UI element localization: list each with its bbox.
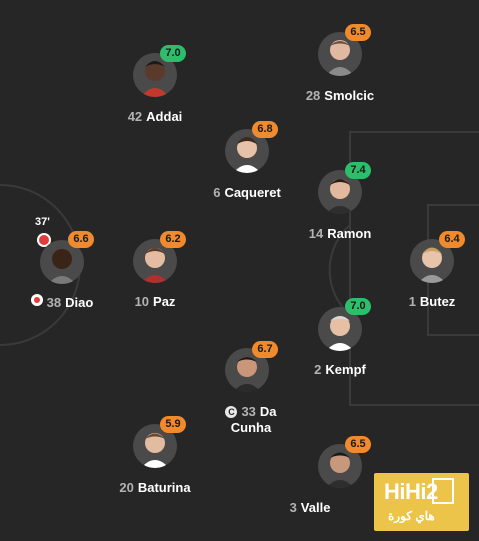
- player-number: 20: [119, 480, 134, 495]
- player-name-text: Addai: [146, 109, 183, 124]
- player-name-text: Diao: [65, 295, 94, 310]
- player-number: 10: [134, 294, 150, 309]
- sub-out-icon: [37, 233, 51, 247]
- player-name-text: Smolcic: [324, 88, 375, 103]
- rating-badge: 6.6: [68, 231, 94, 248]
- player-number: 38: [46, 295, 62, 310]
- watermark-subtitle: هاي كورة: [388, 509, 435, 523]
- captain-icon: C: [225, 406, 238, 418]
- red-card-icon: [30, 294, 43, 306]
- player-name-text: Paz: [153, 294, 176, 309]
- player-name-text-line2: Cunha: [230, 420, 272, 435]
- rating-badge: 7.0: [160, 45, 186, 62]
- player-number: 2: [314, 362, 322, 377]
- player-name-text: Ramon: [327, 226, 372, 241]
- player-name-text: Da: [259, 404, 277, 419]
- rating-badge: 6.2: [160, 231, 186, 248]
- rating-badge: 6.8: [252, 121, 278, 138]
- face-icon: [133, 424, 177, 468]
- player-name-text: Valle: [300, 500, 331, 515]
- sub-minute: 37': [35, 216, 50, 228]
- player-number: 1: [408, 294, 416, 309]
- player-name-text: Baturina: [137, 480, 191, 495]
- player-name-text: Kempf: [325, 362, 366, 377]
- rating-badge: 6.4: [439, 231, 465, 248]
- watermark-logo: HiHi2 هاي كورة: [374, 473, 469, 531]
- rating-badge: 6.7: [252, 341, 278, 358]
- player-number: 6: [213, 185, 221, 200]
- rating-badge: 5.9: [160, 416, 186, 433]
- player-name-text: Butez: [419, 294, 456, 309]
- rating-badge: 6.5: [345, 436, 371, 453]
- player-number: 14: [308, 226, 324, 241]
- player-number: 28: [305, 88, 321, 103]
- rating-badge: 6.5: [345, 24, 371, 41]
- logo-frame-icon: [432, 478, 454, 504]
- player-number: 33: [241, 404, 256, 419]
- player-number: 42: [127, 109, 143, 124]
- rating-badge: 7.4: [345, 162, 371, 179]
- rating-badge: 7.0: [345, 298, 371, 315]
- face-icon: [225, 129, 269, 173]
- player-number: 3: [289, 500, 297, 515]
- watermark-logo-text: HiHi2: [384, 479, 438, 504]
- player-name-text: Caqueret: [224, 185, 281, 200]
